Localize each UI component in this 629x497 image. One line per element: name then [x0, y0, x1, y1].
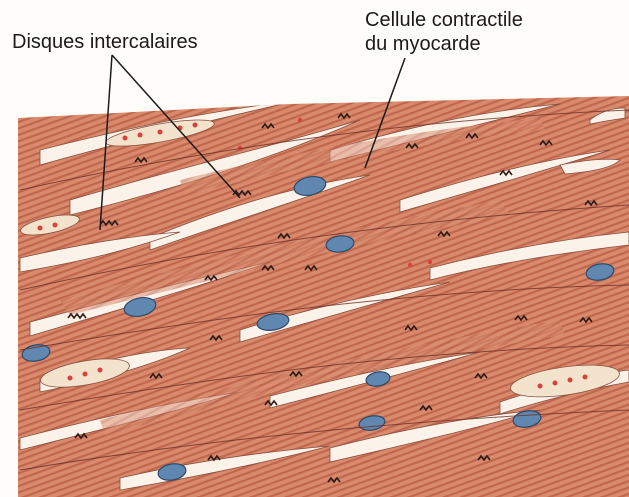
contractile-cell-label-line2: du myocarde — [365, 33, 481, 55]
intercalated-discs-label: Disques intercalaires — [12, 31, 198, 53]
contractile-cell-label-line1: Cellule contractile — [365, 9, 523, 31]
muscle-tissue — [0, 90, 629, 497]
